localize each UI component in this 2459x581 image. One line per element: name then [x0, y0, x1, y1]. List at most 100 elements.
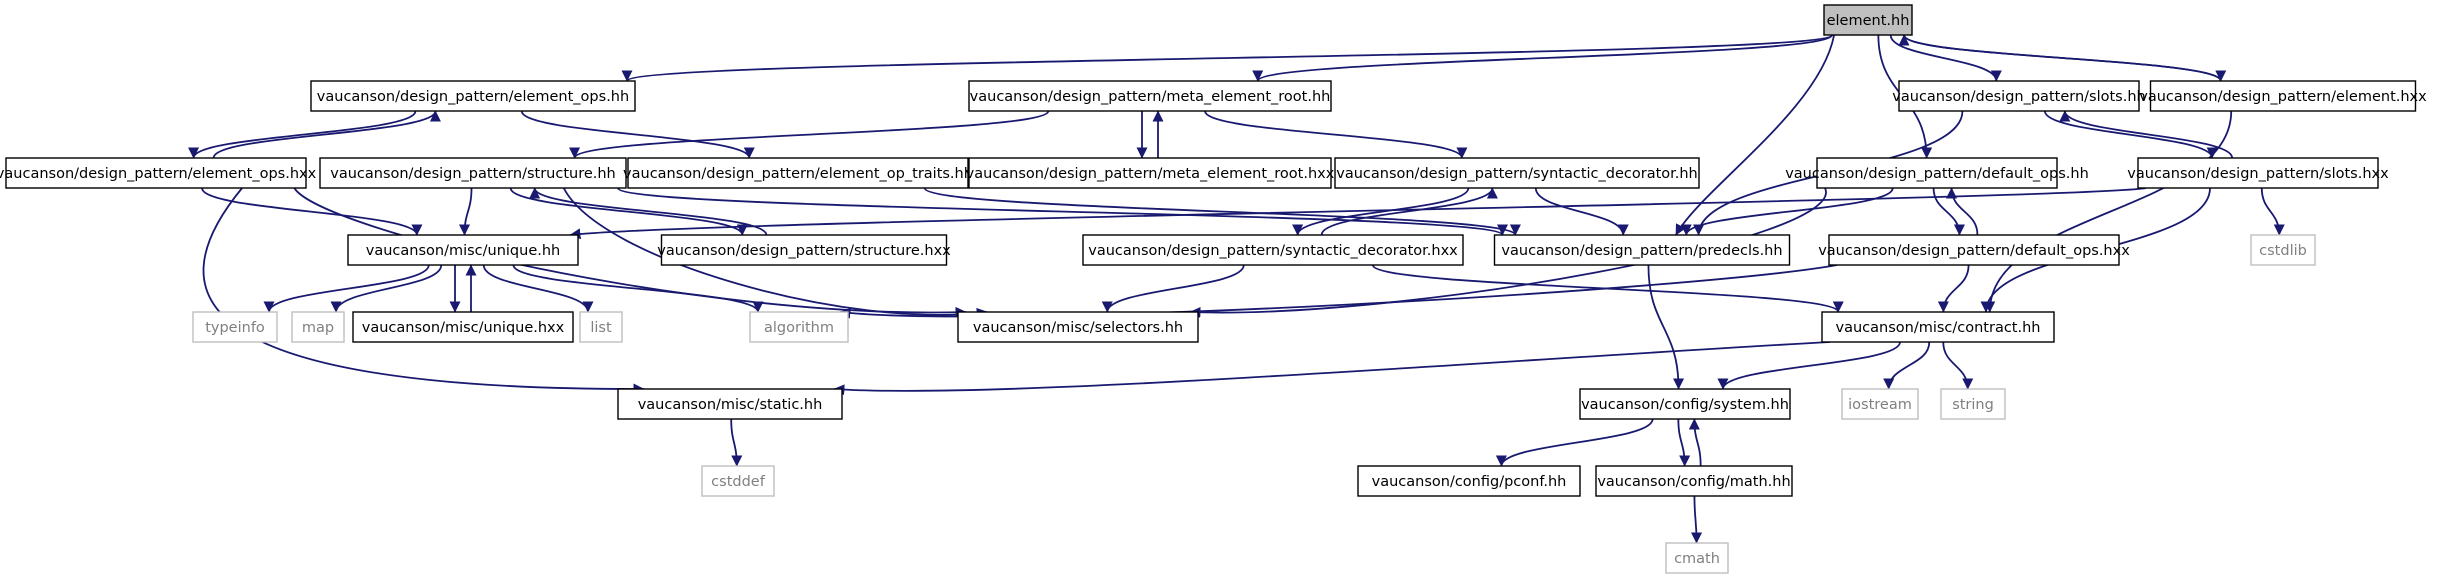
edge-defops_hh-to-defops_hxx: [1932, 187, 1965, 236]
node-label: vaucanson/design_pattern/syntactic_decor…: [1088, 243, 1458, 259]
node-box: [2149, 80, 2417, 112]
node-label: vaucanson/design_pattern/syntactic_decor…: [1336, 166, 1698, 182]
node-box: [192, 311, 278, 343]
node-label: vaucanson/design_pattern/slots.hxx: [2127, 166, 2389, 182]
node-box: [1334, 157, 1700, 189]
node-meta-hh[interactable]: vaucanson/design_pattern/meta_element_ro…: [968, 80, 1332, 112]
node-box: [1898, 80, 2140, 112]
edge-unique_hh-to-typeinfo: [263, 264, 430, 313]
node-defops-hxx[interactable]: vaucanson/design_pattern/default_ops.hxx: [1818, 234, 2130, 266]
node-synt-hh[interactable]: vaucanson/design_pattern/syntactic_decor…: [1334, 157, 1700, 189]
node-typeinfo: typeinfo: [192, 311, 278, 343]
node-static-hh[interactable]: vaucanson/misc/static.hh: [617, 388, 843, 420]
node-label: vaucanson/misc/unique.hxx: [362, 320, 565, 336]
node-pconf[interactable]: vaucanson/config/pconf.hh: [1357, 465, 1581, 497]
edge-struct_hh-to-predecls: [617, 187, 1508, 236]
node-defops-hh[interactable]: vaucanson/design_pattern/default_ops.hh: [1785, 157, 2089, 189]
edge-predecls-to-system: [1647, 264, 1685, 390]
edge-slots_hxx-to-unique_hh: [569, 187, 2147, 240]
node-box: [660, 234, 948, 266]
edge-slots_hh-to-slots_hxx: [2043, 110, 2218, 159]
node-label: vaucanson/design_pattern/predecls.hh: [1501, 243, 1782, 259]
edge-element_hh-to-slots_hh: [1889, 34, 2002, 82]
node-label: cstddef: [711, 474, 766, 490]
node-struct-hxx[interactable]: vaucanson/design_pattern/structure.hxx: [657, 234, 951, 266]
node-selectors[interactable]: vaucanson/misc/selectors.hh: [957, 311, 1199, 343]
node-box: [319, 157, 627, 189]
edge-math-to-cmath: [1691, 495, 1703, 544]
node-traits-hh[interactable]: vaucanson/design_pattern/element_op_trai…: [623, 157, 973, 189]
node-iostream: iostream: [1841, 388, 1919, 420]
node-ops-hh[interactable]: vaucanson/design_pattern/element_ops.hh: [310, 80, 636, 112]
node-box: [310, 80, 636, 112]
node-label: vaucanson/misc/static.hh: [638, 397, 823, 413]
node-box: [701, 465, 775, 497]
node-slots-hxx[interactable]: vaucanson/design_pattern/slots.hxx: [2127, 157, 2389, 189]
node-label: list: [590, 320, 612, 336]
node-label: vaucanson/misc/contract.hh: [1836, 320, 2041, 336]
node-cstddef: cstddef: [701, 465, 775, 497]
node-label: vaucanson/config/math.hh: [1597, 474, 1790, 490]
node-cmath: cmath: [1665, 542, 1729, 574]
node-unique-hh[interactable]: vaucanson/misc/unique.hh: [347, 234, 579, 266]
node-map: map: [291, 311, 345, 343]
node-label: iostream: [1848, 397, 1912, 413]
edge-contract-to-static_hh: [833, 341, 1831, 396]
node-box: [627, 157, 969, 189]
node-box: [1665, 542, 1729, 574]
node-box: [1357, 465, 1581, 497]
node-synt-hxx[interactable]: vaucanson/design_pattern/syntactic_decor…: [1082, 234, 1464, 266]
edge-ops_hh-to-ops_hxx: [188, 110, 417, 159]
node-box: [347, 234, 579, 266]
node-label: string: [1952, 397, 1994, 413]
edge-element_hh-to-ops_hh: [622, 34, 1833, 82]
node-struct-hh[interactable]: vaucanson/design_pattern/structure.hh: [319, 157, 627, 189]
edge-unique_hh-to-map: [330, 264, 443, 313]
edge-synt_hh-to-synt_hxx: [1292, 187, 1470, 236]
node-math[interactable]: vaucanson/config/math.hh: [1595, 465, 1793, 497]
node-slots-hh[interactable]: vaucanson/design_pattern/slots.hh: [1892, 80, 2146, 112]
node-contract[interactable]: vaucanson/misc/contract.hh: [1821, 311, 2055, 343]
node-box: [1816, 157, 2058, 189]
edge-defops_hxx-to-contract: [1937, 264, 1970, 313]
node-algorithm: algorithm: [749, 311, 849, 343]
edge-synt_hh-to-predecls: [1534, 187, 1629, 236]
edge-elem_hxx-to-element_hh: [1898, 34, 2222, 82]
node-list: list: [579, 311, 623, 343]
edge-contract-to-string: [1942, 341, 1974, 390]
node-meta-hxx[interactable]: vaucanson/design_pattern/meta_element_ro…: [966, 157, 1335, 189]
node-box: [2250, 234, 2316, 266]
node-label: vaucanson/misc/selectors.hh: [973, 320, 1183, 336]
node-ops-hxx[interactable]: vaucanson/design_pattern/element_ops.hxx: [0, 157, 317, 189]
node-box: [1493, 234, 1791, 266]
node-label: vaucanson/config/pconf.hh: [1372, 474, 1567, 490]
node-box: [1579, 388, 1791, 420]
node-unique-hxx[interactable]: vaucanson/misc/unique.hxx: [352, 311, 574, 343]
node-box: [957, 311, 1199, 343]
node-predecls[interactable]: vaucanson/design_pattern/predecls.hh: [1493, 234, 1791, 266]
edge-meta_hh-to-synt_hh: [1204, 110, 1468, 159]
nodes-layer: element.hh vaucanson/design_pattern/eleme…: [0, 4, 2427, 574]
node-label: vaucanson/design_pattern/element.hxx: [2139, 89, 2427, 105]
node-label: typeinfo: [205, 320, 265, 336]
edge-traits_hh-to-predecls: [923, 187, 1521, 236]
edge-slots_hxx-to-cstdlib: [2260, 187, 2285, 236]
node-label: vaucanson/misc/unique.hh: [366, 243, 560, 259]
edge-element_hh-to-predecls: [1675, 34, 1835, 236]
node-label: vaucanson/design_pattern/element_op_trai…: [623, 166, 973, 182]
node-box: [1082, 234, 1464, 266]
node-label: algorithm: [764, 320, 834, 336]
node-label: cstdlib: [2259, 243, 2307, 259]
node-label: vaucanson/design_pattern/meta_element_ro…: [970, 89, 1331, 105]
node-label: element.hh: [1827, 13, 1910, 29]
node-box: [968, 157, 1332, 189]
node-elem-hxx[interactable]: vaucanson/design_pattern/element.hxx: [2139, 80, 2427, 112]
edge-synt_hxx-to-synt_hh: [1320, 187, 1498, 236]
edge-struct_hh-to-unique_hh: [459, 187, 473, 236]
node-system[interactable]: vaucanson/config/system.hh: [1579, 388, 1791, 420]
edge-contract-to-iostream: [1883, 341, 1931, 390]
edge-struct_hh-to-selectors: [562, 187, 988, 319]
edge-system-to-math: [1677, 418, 1691, 467]
edge-defops_hxx-to-algorithm: [839, 264, 1838, 319]
